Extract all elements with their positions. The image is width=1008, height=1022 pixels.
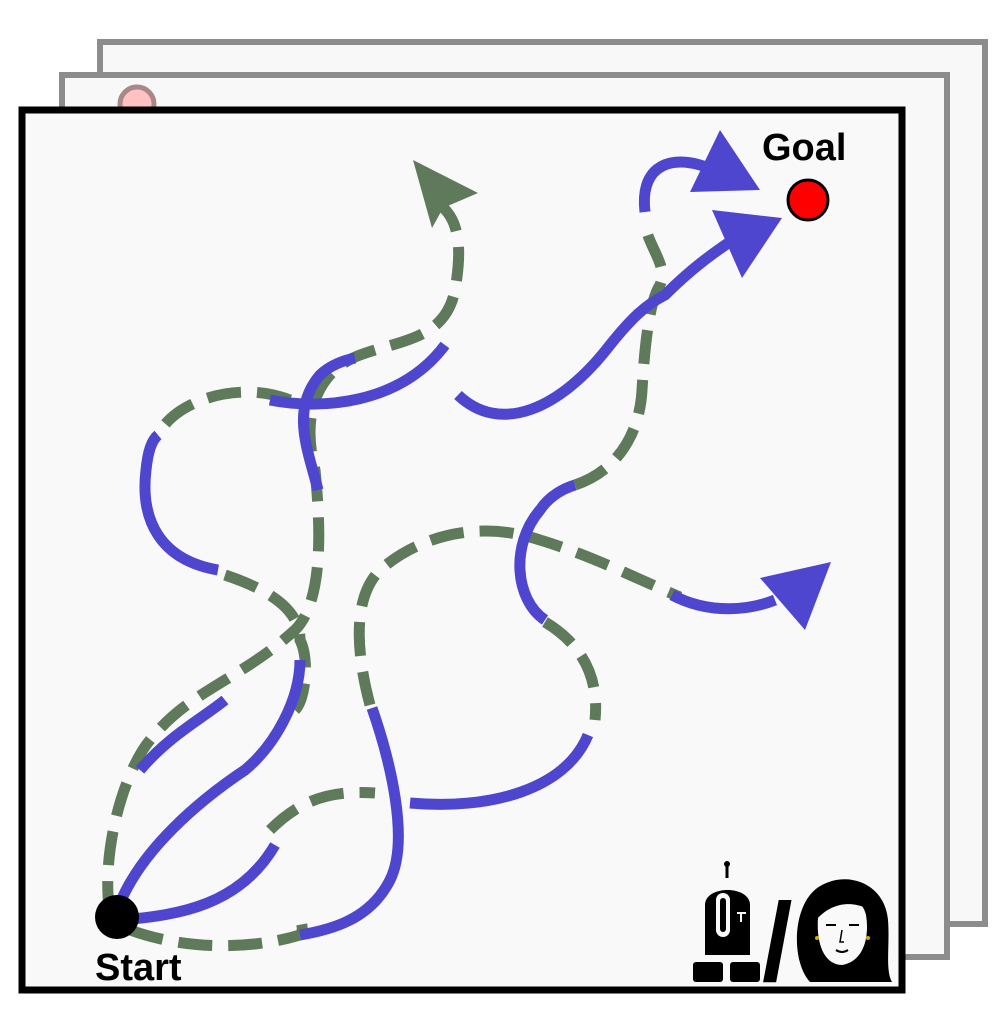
solid-path-center-vertical (297, 352, 357, 492)
solid-path-center-lower (299, 706, 404, 941)
goal-marker (786, 178, 830, 222)
solid-path-right-arrow (669, 590, 778, 615)
dashed-path-left-loop (223, 569, 311, 714)
dashed-path-middle-loop (128, 525, 683, 952)
solid-arrowhead-right (760, 562, 831, 630)
start-label: Start (95, 947, 182, 989)
dashed-path-right-column (573, 223, 668, 491)
dashed-path-upper-loop (102, 200, 465, 916)
solid-path-start-to-goal (112, 659, 306, 910)
solid-path-diagonal (135, 695, 229, 774)
solid-path-upper-left-loop (139, 341, 450, 576)
solid-trajectories (112, 156, 778, 941)
dashed-path-arc (153, 386, 293, 438)
solid-arrowhead-goal-upper (690, 130, 760, 192)
goal-label: Goal (762, 127, 846, 169)
trajectory-layer (102, 130, 831, 952)
solid-path-to-goal-main (454, 230, 744, 420)
robot-icon (693, 861, 760, 982)
start-marker (95, 895, 139, 939)
dashed-arrowhead (413, 160, 478, 228)
front-panel (18, 106, 906, 994)
solid-arrowhead-goal-lower (712, 210, 782, 278)
solid-path-bottom-arc (409, 732, 594, 810)
solid-path-start-lower (121, 842, 280, 926)
dashed-trajectories (102, 200, 683, 952)
woman-face-icon (796, 879, 892, 982)
solid-path-right-loop (514, 479, 577, 625)
icon-separator: / (762, 881, 793, 1004)
